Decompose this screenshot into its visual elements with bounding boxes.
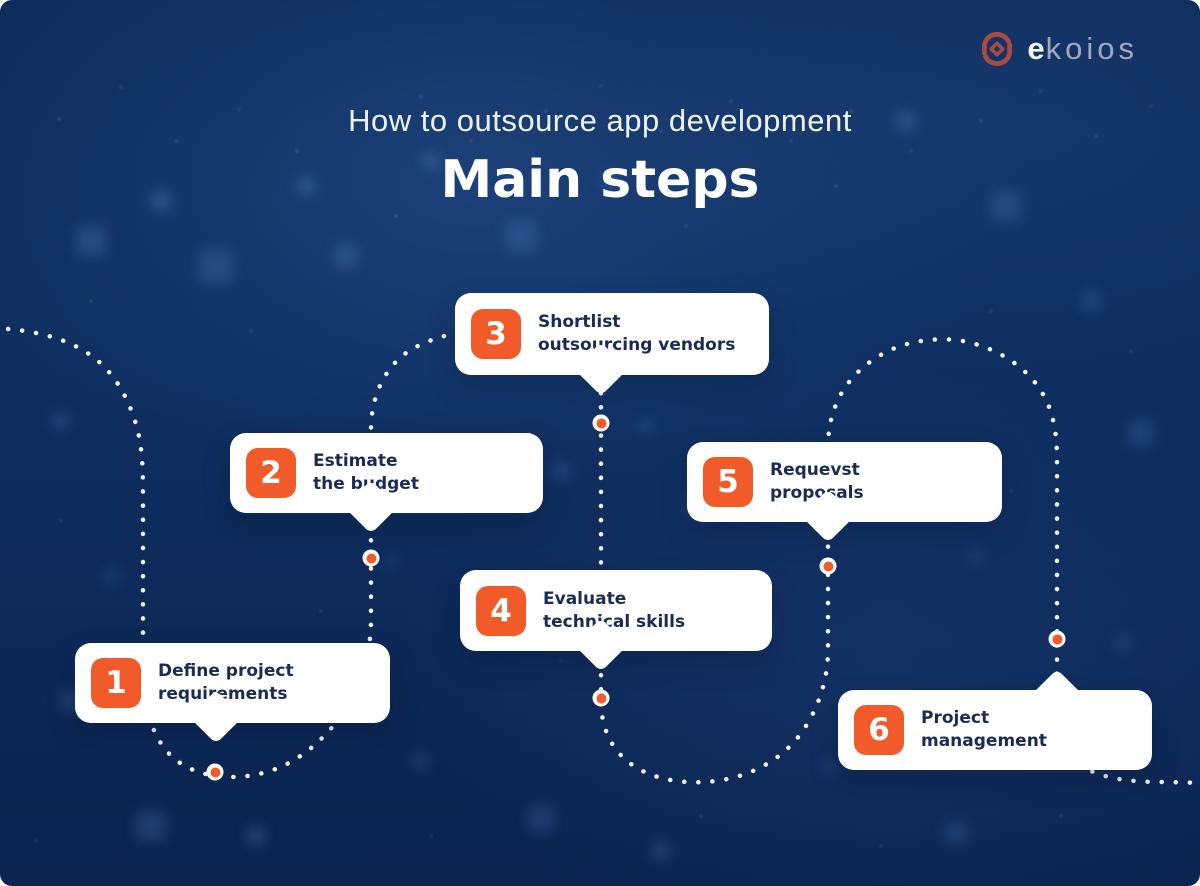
route-node-2	[362, 549, 380, 567]
step-label-line1: Define project	[158, 661, 294, 681]
step-label-line1: Project	[921, 708, 990, 728]
step-number-badge: 3	[471, 309, 521, 359]
step-label: Evaluate technical skills	[543, 588, 685, 634]
route-node-1	[206, 763, 224, 781]
route-node-6	[1048, 630, 1066, 648]
step-callout-4: 4 Evaluate technical skills	[460, 570, 772, 672]
step-label: Shortlist outsourcing vendors	[538, 311, 735, 357]
step-label-line2: proposals	[770, 483, 864, 503]
step-number-badge: 4	[476, 585, 526, 636]
step-callout-6: 6 Project management	[838, 669, 1152, 770]
step-label-line2: technical skills	[543, 611, 686, 632]
step-label-line1: Estimate	[313, 451, 398, 471]
step-callout-2: 2 Estimate the budget	[230, 433, 543, 534]
step-label-line1: Requevst	[770, 460, 860, 480]
step-number-badge: 6	[854, 705, 904, 755]
ekoios-wordmark: ekoios	[1027, 31, 1138, 67]
step-callout-1: 1 Define project requirements	[75, 643, 390, 744]
step-label: Define project requirements	[158, 660, 294, 706]
step-callout-5: 5 Requevst proposals	[687, 442, 1002, 543]
ekoios-wordmark-lead: e	[1027, 31, 1046, 66]
ekoios-mark-icon	[976, 28, 1018, 70]
ekoios-wordmark-rest: koios	[1045, 31, 1138, 66]
ekoios-logo: ekoios	[976, 28, 1138, 70]
infographic-title: Main steps	[440, 150, 760, 210]
step-number-badge: 2	[246, 448, 296, 498]
route-node-3	[592, 414, 610, 432]
route-node-4	[592, 689, 610, 707]
step-label-line2: requirements	[158, 684, 288, 704]
step-label-line1: Evaluate	[543, 588, 627, 609]
infographic-subtitle: How to outsource app development	[348, 103, 852, 138]
step-number-badge: 5	[703, 457, 753, 507]
step-label-line1: Shortlist	[538, 312, 621, 332]
step-label: Requevst proposals	[770, 459, 864, 505]
step-callout-3: 3 Shortlist outsourcing vendors	[455, 293, 769, 396]
step-label-line2: management	[921, 731, 1047, 751]
step-label-line2: outsourcing vendors	[538, 335, 736, 355]
step-number-badge: 1	[91, 658, 141, 708]
step-label: Project management	[921, 707, 1047, 753]
route-node-5	[819, 557, 837, 575]
